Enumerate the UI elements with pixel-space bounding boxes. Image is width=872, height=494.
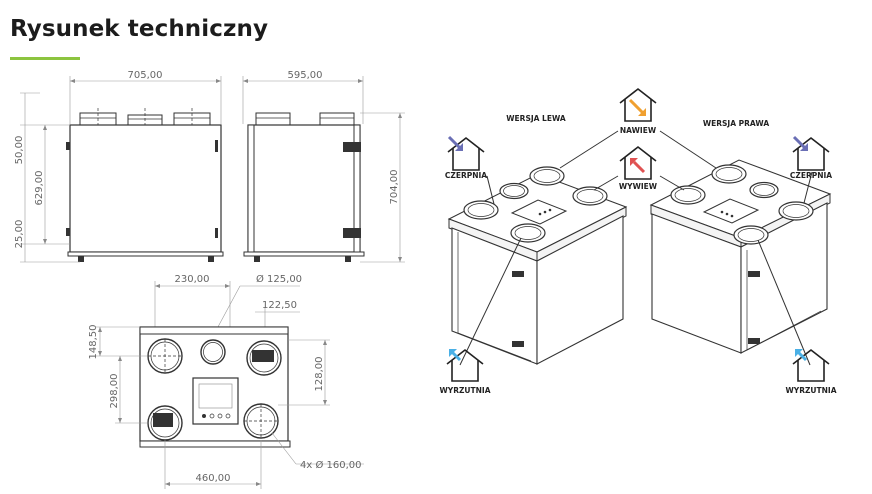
top-view: 230,00 Ø 125,00 122,50 bbox=[88, 273, 364, 489]
side-view: 595,00 704,00 bbox=[242, 70, 405, 263]
isometric-left bbox=[447, 130, 628, 366]
house-intake-icon bbox=[447, 135, 485, 171]
dim-body-height: 629,00 bbox=[34, 171, 45, 206]
page-title: Rysunek techniczny bbox=[10, 16, 269, 42]
dim-side-offset: 298,00 bbox=[109, 374, 120, 409]
title-underline bbox=[10, 57, 80, 60]
dim-top-row: 148,50 bbox=[88, 325, 99, 360]
house-arrow-out-icon bbox=[619, 146, 657, 180]
dim-bottom-width: 460,00 bbox=[196, 473, 231, 484]
dim-spigot-offset: 122,50 bbox=[262, 300, 297, 311]
house-arrow-in-icon bbox=[619, 88, 657, 122]
house-intake-icon bbox=[792, 135, 830, 171]
version-right-label: WERSJA PRAWA bbox=[703, 119, 769, 128]
czerpnia-left-label: CZERPNIA bbox=[445, 171, 487, 180]
dim-spigot-diameter: 4x Ø 160,00 bbox=[300, 459, 362, 471]
wywiew-label: WYWIEW bbox=[619, 182, 658, 191]
wyrzutnia-right-label: WYRZUTNIA bbox=[786, 386, 837, 395]
version-left-label: WERSJA LEWA bbox=[506, 114, 566, 123]
dim-front-width: 705,00 bbox=[128, 70, 163, 81]
house-exhaust-icon bbox=[792, 349, 830, 382]
czerpnia-right-label: CZERPNIA bbox=[790, 171, 832, 180]
nawiew-label: NAWIEW bbox=[620, 126, 657, 135]
dim-total-height: 704,00 bbox=[389, 170, 400, 205]
dim-side-width: 595,00 bbox=[288, 70, 323, 81]
house-exhaust-icon bbox=[446, 349, 484, 382]
front-view: 705,00 50,00 629,00 25,00 bbox=[14, 70, 224, 263]
dim-mid-offset: 128,00 bbox=[314, 357, 325, 392]
dim-bottom-offset: 25,00 bbox=[14, 220, 25, 249]
isometric-right bbox=[649, 130, 832, 366]
wyrzutnia-left-label: WYRZUTNIA bbox=[440, 386, 491, 395]
dim-top-offset: 50,00 bbox=[14, 136, 25, 165]
dim-spigot-spacing: 230,00 bbox=[175, 274, 210, 285]
dim-small-diameter: Ø 125,00 bbox=[256, 273, 302, 285]
